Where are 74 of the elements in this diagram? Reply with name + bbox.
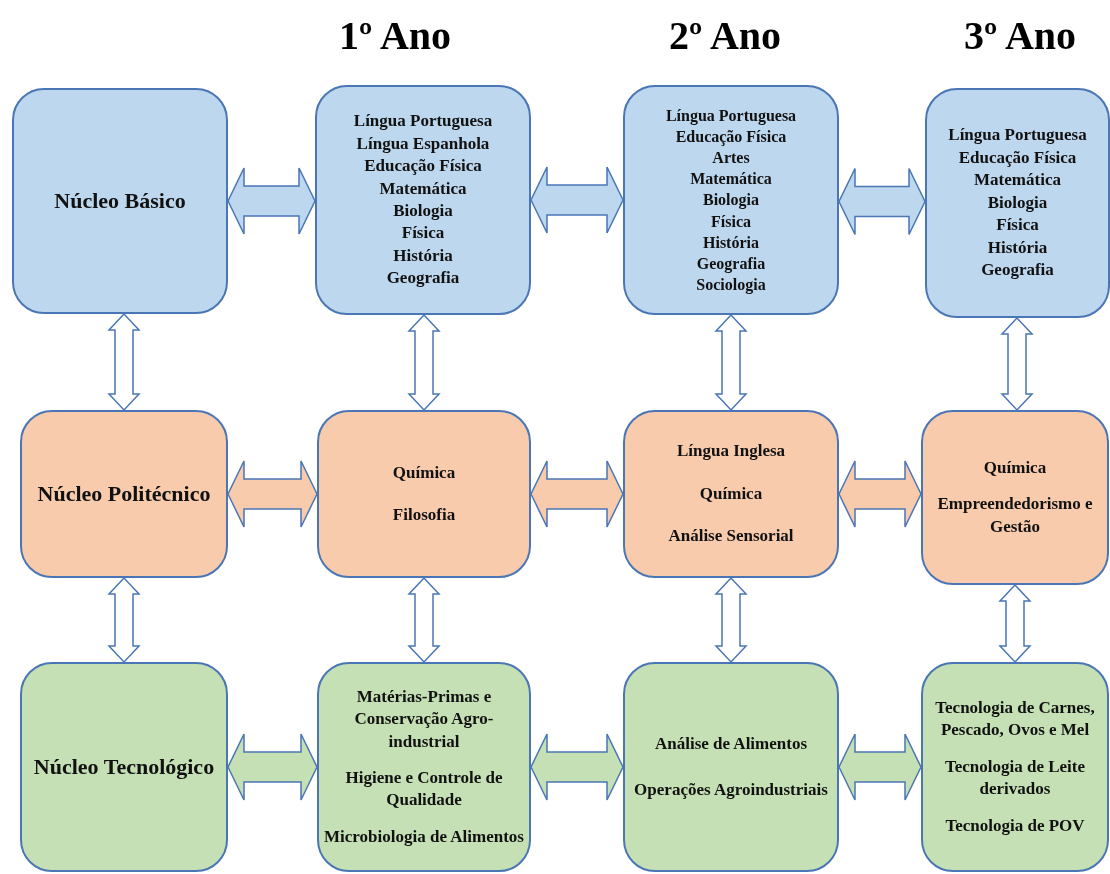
double-arrow [530, 733, 624, 801]
subject-name: Língua Inglesa [676, 440, 786, 463]
subject-name: Artes [712, 148, 750, 169]
subject-box [317, 662, 531, 872]
subject-box [925, 88, 1110, 318]
year-heading: 3º Ano [963, 12, 1077, 59]
subject-name: Tecnologia de Carnes, Pescado, Ovos e Mel [934, 696, 1096, 742]
double-arrow [714, 576, 748, 664]
subject-name: Educação Física [958, 146, 1077, 169]
subject-name: Língua Portuguesa [353, 110, 493, 133]
subject-name: Filosofia [392, 504, 456, 526]
subject-name: Sociologia [696, 274, 766, 295]
double-arrow [530, 166, 624, 234]
double-arrow [838, 460, 922, 528]
subject-name: Matemática [690, 169, 772, 190]
subject-box [921, 410, 1109, 585]
subject-name: Biologia [703, 190, 759, 211]
double-arrow [227, 460, 318, 528]
subject-name: História [393, 244, 453, 267]
subject-name: Física [711, 211, 751, 232]
subject-name: História [703, 232, 759, 253]
category-box [20, 662, 228, 872]
subject-name: Tecnologia de Leite derivados [943, 755, 1087, 801]
category-box [20, 410, 228, 578]
double-arrow [107, 576, 141, 664]
subject-name: Educação Física [364, 155, 482, 178]
double-arrow [407, 313, 441, 412]
double-arrow [714, 313, 748, 412]
subject-name: Higiene e Controle de Qualidade [344, 767, 504, 812]
subject-name: Operações Agroindustriais [634, 779, 828, 801]
subject-name: Física [996, 214, 1039, 237]
subject-box [623, 85, 839, 315]
double-arrow [838, 733, 922, 801]
double-arrow [1000, 316, 1034, 412]
subject-name: Geografia [696, 253, 766, 274]
double-arrow [998, 583, 1032, 664]
double-arrow [407, 576, 441, 664]
subject-name: Educação Física [675, 127, 787, 148]
year-heading: 1º Ano [338, 12, 452, 59]
subject-name: Microbiologia de Alimentos [324, 825, 524, 848]
subject-name: Geografia [386, 267, 460, 290]
category-name: Núcleo Tecnológico [33, 752, 215, 781]
subject-box [921, 662, 1109, 872]
subject-name: Matemática [379, 177, 467, 200]
year-heading: 2º Ano [668, 12, 782, 59]
double-arrow [107, 312, 141, 412]
subject-name: Tecnologia de POV [945, 814, 1085, 837]
subject-name: Empreendedorismo e Gestão [936, 493, 1094, 538]
subject-name: Matemática [974, 169, 1061, 192]
double-arrow [530, 460, 624, 528]
category-name: Núcleo Politécnico [37, 479, 211, 508]
double-arrow [227, 733, 318, 801]
subject-box [623, 662, 839, 872]
subject-name: Língua Portuguesa [665, 106, 797, 127]
subject-name: História [987, 236, 1048, 259]
double-arrow [838, 167, 926, 236]
subject-name: Química [983, 456, 1047, 479]
subject-name: Biologia [393, 200, 453, 222]
subject-box [315, 85, 531, 315]
subject-name: Análise Sensorial [668, 525, 794, 548]
category-name: Núcleo Básico [54, 186, 186, 215]
subject-box [317, 410, 531, 578]
subject-name: Língua Portuguesa [948, 124, 1087, 147]
subject-name: Biologia [987, 191, 1048, 214]
category-box [12, 88, 228, 314]
subject-name: Língua Espanhola [356, 132, 490, 155]
subject-name: Química [392, 461, 456, 484]
subject-name: Análise de Alimentos [654, 732, 808, 755]
subject-box [623, 410, 839, 578]
subject-name: Química [699, 482, 763, 505]
subject-name: Matérias-Primas e Conservação Agro-industrial [353, 685, 495, 753]
double-arrow [227, 167, 316, 235]
subject-name: Física [401, 222, 445, 245]
subject-name: Geografia [981, 259, 1054, 282]
